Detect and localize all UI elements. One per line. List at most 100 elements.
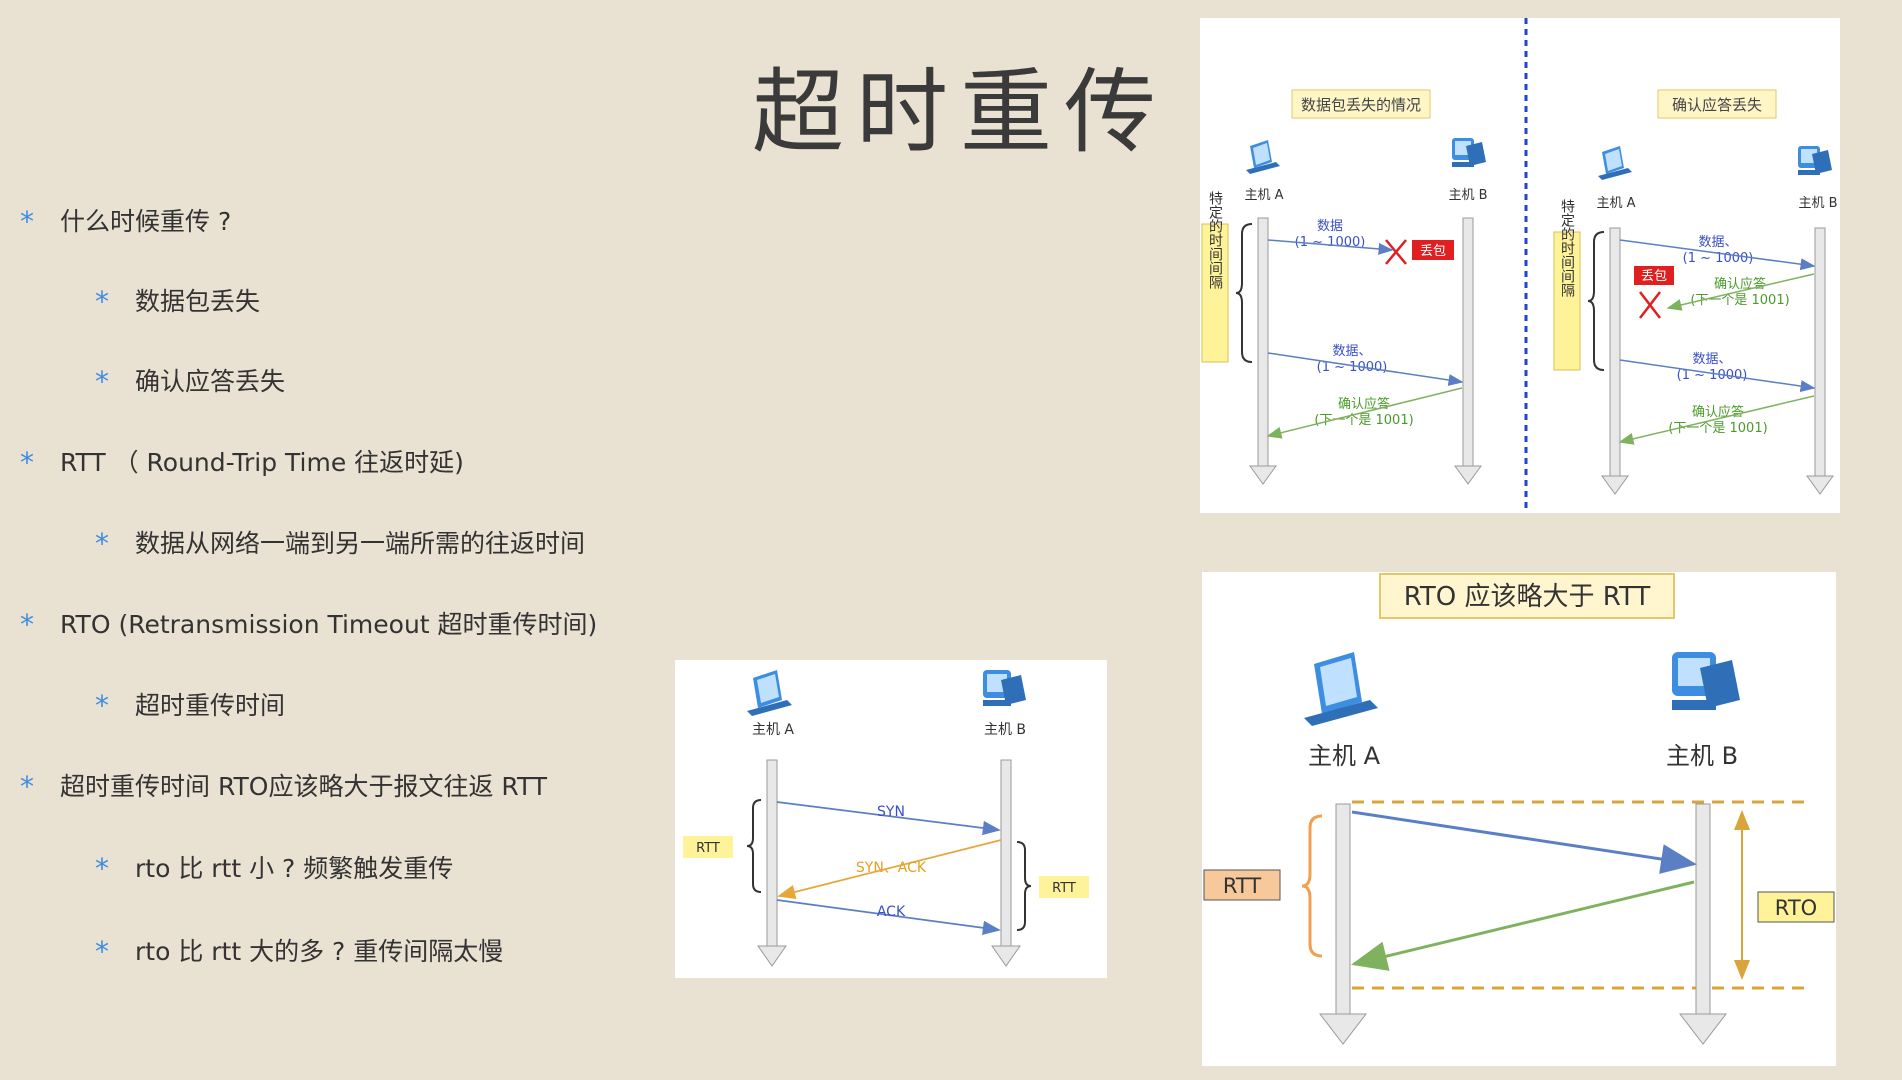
desktop-icon [1798,146,1832,175]
bullet-text: 超时重传时间 [135,691,286,720]
bullet-item: *rto 比 rtt 小 ? 频繁触发重传 [95,849,453,889]
timeline-arrow [1601,475,1629,495]
msg-label: 数据、 [1692,352,1731,367]
bullet-item: * 数据从网络一端到另一端所需的往返时间 [95,524,585,564]
timeline-arrow [991,945,1021,967]
bullet-text: 数据包丢失 [135,287,261,316]
ack-arrow [1266,387,1463,439]
laptop-icon [1304,652,1378,726]
rtt-label: RTT [696,841,720,856]
laptop-icon [1246,140,1280,174]
brace [746,799,762,893]
interval-label-box [1553,231,1581,371]
interval-label: 特定的时间间隔 [1559,199,1575,297]
syn-arrow [776,801,1001,836]
ack-arrow [1351,880,1695,971]
laptop-icon [747,670,792,716]
loss-diagram: 数据包丢失的情况 主机 A 主机 B 特定的时间间隔 数据 (1 ~ 1000)… [1200,18,1840,513]
caption-label: 确认应答丢失 [1672,96,1762,114]
caption-box [1379,573,1675,619]
host-b-label: 主机 B [1666,742,1738,770]
bullet-text: RTT （ Round-Trip Time 往返时延) [60,448,464,477]
bullet-text: RTO (Retransmission Timeout 超时重传时间) [60,610,598,639]
asterisk-icon: * [95,935,109,968]
host-a-label: 主机 A [1244,188,1283,203]
timeline-arrow [1318,1013,1368,1045]
asterisk-icon: * [95,527,109,560]
ack-label: 确认应答 [1692,404,1744,420]
bullet-item: *rto 比 rtt 大的多 ? 重传间隔太慢 [95,932,503,972]
rtt-label-box [683,836,733,858]
syn-label: SYN [877,804,905,820]
bullet-text: 超时重传时间 RTO应该略大于报文往返 RTT [60,772,548,801]
host-b-label: 主机 B [1798,196,1837,211]
handshake-diagram-svg: 主机 A 主机 B SYN SYN、ACK ACK RTT RTT [683,670,1089,967]
rto-diagram-svg: RTO 应该略大于 RTT 主机 A 主机 B RTT RTO [1203,573,1835,1045]
timeline-arrow [1249,465,1277,485]
host-b-label: 主机 B [984,722,1026,738]
brace [1235,223,1253,363]
lost-label: 丢包 [1641,269,1667,284]
ack-next: (下一个是 1001) [1314,413,1413,428]
caption-box [1657,89,1777,119]
handshake-diagram: 主机 A 主机 B SYN SYN、ACK ACK RTT RTT [675,660,1107,978]
desktop-icon [1452,138,1486,167]
host-b-label: 主机 B [1448,188,1487,203]
timeline-a [1257,217,1269,467]
msg-range: (1 ~ 1000) [1317,360,1388,375]
rtt-label: RTT [1223,874,1262,898]
ack-next: (下一个是 1001) [1668,421,1767,436]
rtt-label-box [1203,869,1281,901]
asterisk-icon: * [20,205,34,238]
bullet-item: * 超时重传时间 RTO应该略大于报文往返 RTT [20,767,547,807]
brace [1301,814,1323,958]
ack-arrow [776,899,1001,935]
timeline-arrow [757,945,787,967]
timeline-b [1000,759,1012,947]
asterisk-icon: * [20,770,34,803]
timeline-a [1609,227,1621,477]
interval-label: 特定的时间间隔 [1207,191,1223,289]
data-arrow [1267,239,1394,255]
timeline-a [766,759,778,947]
rto-diagram: RTO 应该略大于 RTT 主机 A 主机 B RTT RTO [1202,572,1836,1066]
data-arrow [1619,359,1816,393]
bullet-item: *数据包丢失 [95,282,260,322]
rto-label-box [1757,891,1835,923]
bullet-item: * RTO (Retransmission Timeout 超时重传时间) [20,605,597,645]
rtt-label: RTT [1052,881,1076,896]
ack-label: 确认应答 [1714,276,1766,292]
host-a-label: 主机 A [752,722,794,738]
rtt-label-box [1039,876,1089,898]
host-a-label: 主机 A [1308,742,1381,770]
rto-label: RTO [1775,896,1817,920]
ack-arrow [1666,273,1815,311]
data-arrow [1267,352,1464,386]
timeline-b [1462,217,1474,467]
asterisk-icon: * [20,446,34,479]
lost-x-icon [1639,291,1661,319]
bullet-list: *什么时候重传 ? *数据包丢失 *确认应答丢失 *RTT （ Round-Tr… [0,0,720,1000]
msg-range: (1 ~ 1000) [1677,368,1748,383]
host-a-label: 主机 A [1596,196,1635,211]
timeline-b [1814,227,1826,477]
bullet-item: *确认应答丢失 [95,362,285,402]
lost-badge [1634,266,1674,285]
caption-box [1291,89,1431,119]
data-arrow [1619,239,1816,271]
synack-label: SYN、ACK [856,860,927,876]
desktop-icon [1672,652,1740,710]
timeline-b [1695,803,1711,1015]
laptop-icon [1598,146,1632,180]
lost-x-icon [1385,239,1407,265]
msg-label: 数据 [1317,219,1343,234]
caption-label: RTO 应该略大于 RTT [1404,582,1651,612]
asterisk-icon: * [20,608,34,641]
timeline-arrow [1678,1013,1728,1045]
msg-label: 数据、 [1332,344,1371,359]
ack-label: 确认应答 [1338,396,1390,412]
asterisk-icon: * [95,852,109,885]
ack-arrow [1618,395,1815,445]
data-arrow [1351,810,1697,874]
bullet-text: 数据从网络一端到另一端所需的往返时间 [135,529,586,558]
